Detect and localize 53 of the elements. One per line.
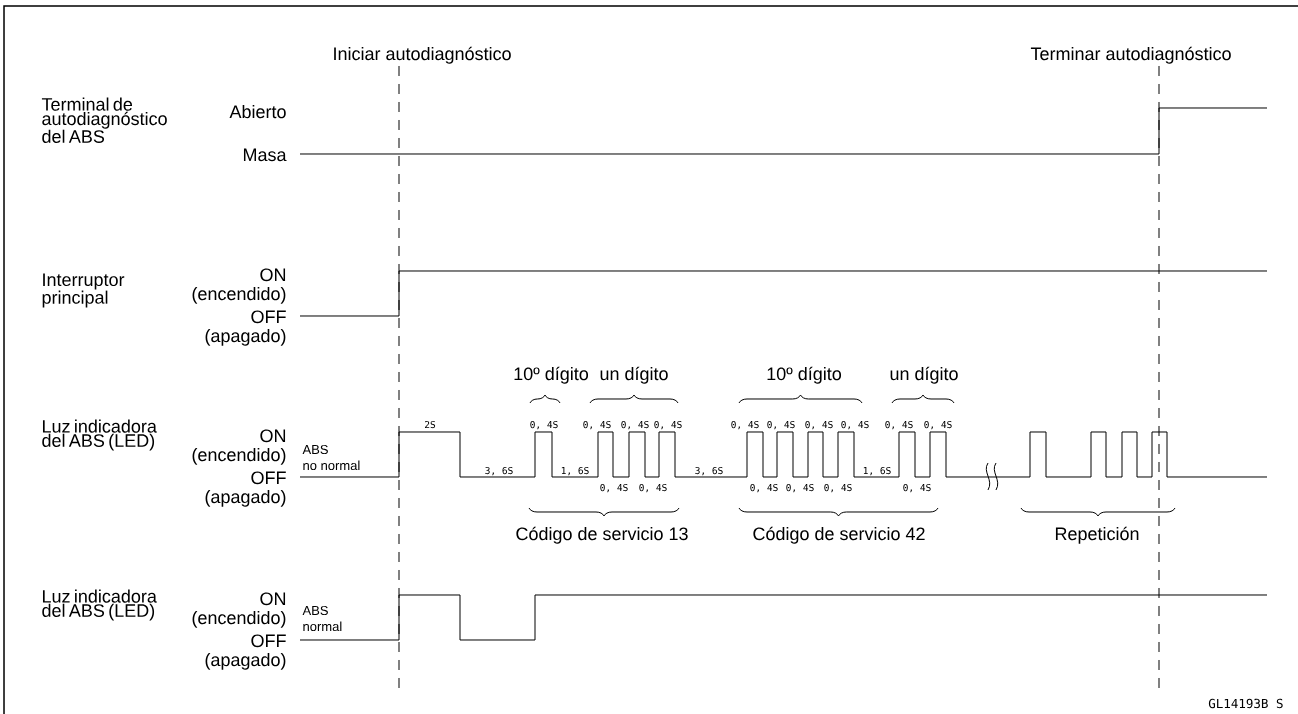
brace-label: 10º dígito	[514, 366, 589, 384]
duration-label: 0, 4S	[924, 420, 952, 430]
duration-label: 0, 4S	[805, 420, 833, 430]
level-label: OFF	[251, 471, 286, 485]
brace-label: un dígito	[890, 366, 958, 384]
duration-label: 0, 4S	[621, 420, 649, 430]
duration-label: 0, 4S	[767, 420, 795, 430]
brace-label: Repetición	[1055, 526, 1139, 544]
state-label: no normal	[303, 460, 360, 471]
duration-label: 0, 4S	[600, 483, 628, 493]
duration-label: 0, 4S	[903, 483, 931, 493]
brace-label: un dígito	[600, 366, 668, 384]
level-label: ON	[260, 592, 286, 606]
level-label: (apagado)	[205, 328, 286, 346]
duration-label: 0, 4S	[639, 483, 667, 493]
duration-label: 3, 6S	[695, 466, 723, 476]
level-label: (encendido)	[192, 447, 286, 465]
level-label: (apagado)	[205, 489, 286, 507]
duration-label: 0, 4S	[841, 420, 869, 430]
state-label: normal	[303, 621, 342, 632]
level-label: (encendido)	[192, 610, 286, 628]
level-label: ON	[260, 268, 286, 282]
level-label: (encendido)	[192, 286, 286, 304]
state-label: ABS	[302, 444, 328, 455]
duration-label: 0, 4S	[530, 420, 558, 430]
figure-code: GL14193B S	[1208, 698, 1283, 709]
duration-label: 0, 4S	[824, 483, 852, 493]
level-label: OFF	[251, 310, 286, 324]
duration-label: 1, 6S	[863, 466, 891, 476]
duration-label: 2S	[425, 420, 436, 429]
duration-label: 1, 6S	[561, 466, 589, 476]
duration-label: 3, 6S	[485, 466, 513, 476]
level-label: OFF	[251, 634, 286, 648]
duration-label: 0, 4S	[731, 420, 759, 430]
level-label: Abierto	[229, 104, 286, 119]
signal-label: Interruptor principal	[42, 273, 125, 308]
level-label: ON	[260, 429, 286, 443]
state-label: ABS	[302, 605, 328, 616]
signal-label: Luz indicadora del ABS (LED)	[42, 589, 157, 621]
duration-label: 0, 4S	[750, 483, 778, 493]
duration-label: 0, 4S	[583, 420, 611, 430]
level-label: Masa	[243, 148, 287, 162]
signal-label: Terminal de autodiagnóstico del ABS	[41, 97, 167, 143]
brace-label: Código de servicio 13	[516, 526, 688, 544]
duration-label: 0, 4S	[786, 483, 814, 493]
brace-label: 10º dígito	[767, 366, 842, 384]
marker-label: Terminar autodiagnóstico	[1030, 46, 1231, 64]
duration-label: 0, 4S	[654, 420, 682, 430]
level-label: (apagado)	[205, 652, 286, 670]
marker-label: Iniciar autodiagnóstico	[334, 46, 511, 64]
signal-label: Luz indicadora del ABS (LED)	[42, 419, 157, 451]
duration-label: 0, 4S	[885, 420, 913, 430]
brace-label: Código de servicio 42	[753, 526, 925, 544]
